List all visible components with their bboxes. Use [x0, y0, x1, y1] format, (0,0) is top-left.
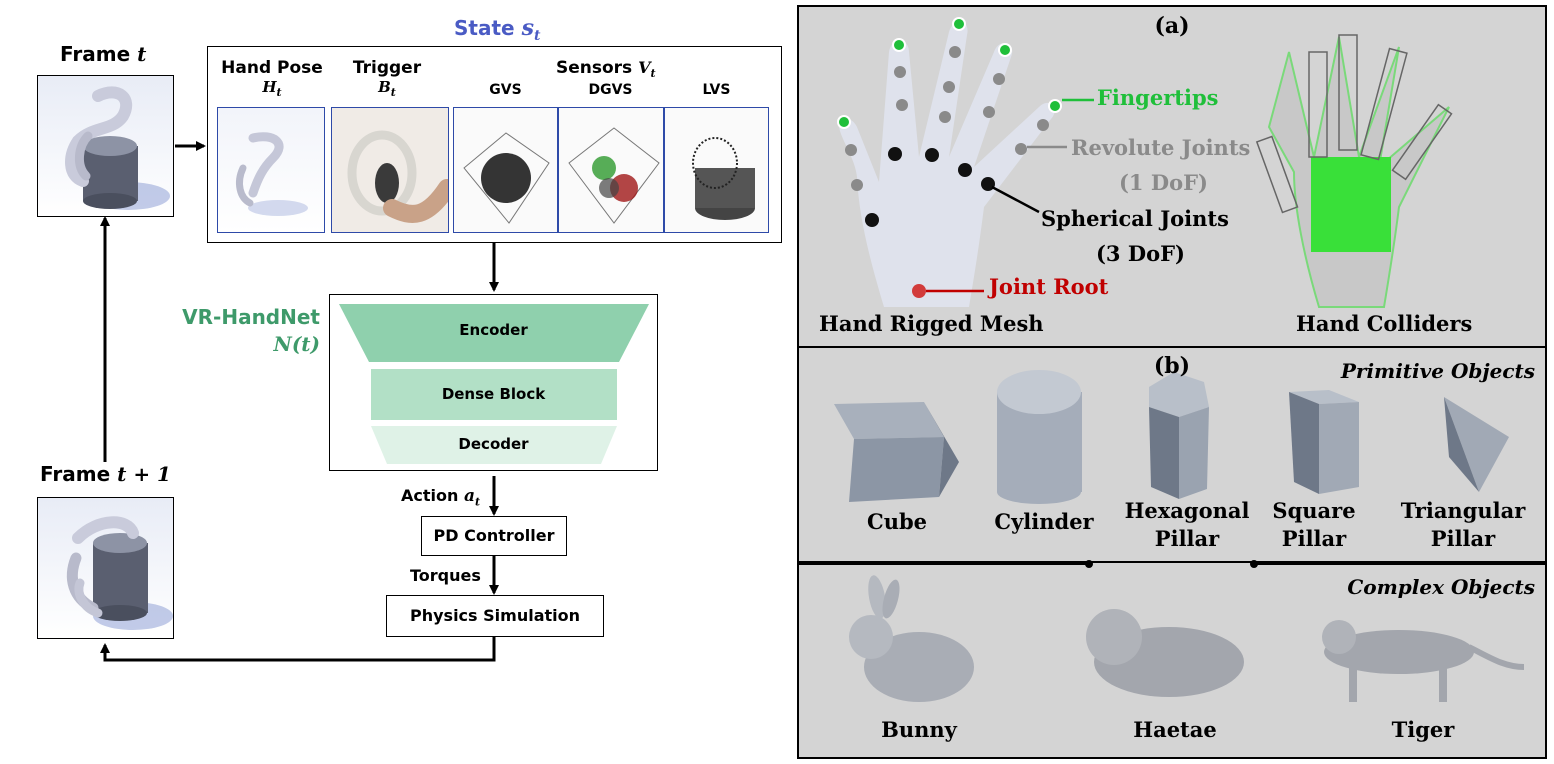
net-symbol: N(t): [273, 332, 320, 356]
hand-rigged-mesh-label: Hand Rigged Mesh: [819, 311, 1044, 336]
frame-t1-image: [37, 497, 174, 639]
section-divider-b: [799, 561, 1545, 563]
haetae-label: Haetae: [1133, 717, 1217, 742]
sensors-label: Sensors Vt: [556, 58, 656, 81]
hexagonal-pillar-label: Hexagonal Pillar: [1124, 498, 1250, 551]
cylinder-label: Cylinder: [994, 509, 1094, 534]
triangular-pillar-shape: [1444, 397, 1509, 492]
connector-arrows: [100, 141, 499, 662]
decoder-label: Decoder: [458, 435, 529, 453]
frame-t-image: [37, 75, 174, 217]
lvs-label: LVS: [702, 82, 731, 98]
dense-block-label: Dense Block: [441, 385, 546, 403]
rigged-hand-mesh: [839, 21, 1055, 307]
cylinder-shape: [997, 370, 1082, 504]
revolute-dof-label: (1 DoF): [1119, 170, 1208, 195]
state-title: State st: [454, 15, 541, 44]
label-b: (b): [1153, 353, 1191, 379]
fingertips-label: Fingertips: [1097, 85, 1219, 110]
encoder-label: Encoder: [459, 321, 528, 339]
dgvs-label: DGVS: [588, 82, 633, 98]
complex-objects-title: Complex Objects: [1347, 575, 1535, 599]
pd-controller-box: PD Controller: [421, 516, 567, 556]
hand-colliders: [1255, 34, 1453, 308]
label-a: (a): [1154, 13, 1190, 39]
spherical-joints-label: Spherical Joints: [1041, 206, 1229, 231]
torques-label: Torques: [410, 566, 481, 585]
trigger-panel: [331, 107, 449, 233]
revolute-joints-label: Revolute Joints: [1071, 135, 1251, 160]
primitive-objects-title: Primitive Objects: [1340, 359, 1535, 383]
hand-pose-label: Hand Pose Ht: [221, 58, 323, 99]
square-pillar-label: Square Pillar: [1272, 498, 1356, 551]
triangular-pillar-label: Triangular Pillar: [1400, 498, 1526, 551]
hand-pose-panel: [217, 107, 325, 233]
hand-colliders-label: Hand Colliders: [1296, 311, 1473, 336]
spherical-dof-label: (3 DoF): [1096, 241, 1185, 266]
bunny-shape: [849, 575, 974, 702]
bunny-label: Bunny: [881, 717, 957, 742]
gvs-panel: [453, 107, 558, 233]
lvs-panel: [664, 107, 769, 233]
network-layers: [339, 304, 649, 464]
right-figure: (a) Fingertips Revolute Joints (1 DoF) S…: [797, 5, 1547, 759]
tiger-shape: [1322, 620, 1525, 702]
action-label: Action at: [401, 486, 481, 509]
hexagonal-pillar-shape: [1149, 372, 1209, 499]
frame-t1-label: Frame t + 1: [40, 462, 171, 486]
frame-t-label: Frame t: [60, 42, 147, 66]
cube-shape: [834, 402, 959, 502]
right-illustrations: [799, 17, 1545, 702]
physics-simulation-box: Physics Simulation: [386, 595, 604, 637]
cube-label: Cube: [866, 509, 928, 534]
gvs-label: GVS: [489, 82, 522, 98]
tiger-label: Tiger: [1391, 717, 1455, 742]
trigger-label: Trigger Bt: [352, 58, 422, 99]
joint-root-label: Joint Root: [989, 274, 1109, 299]
net-name: VR-HandNet: [182, 305, 320, 329]
dgvs-panel: [558, 107, 664, 233]
haetae-shape: [1086, 609, 1244, 697]
square-pillar-shape: [1289, 390, 1359, 494]
section-divider-a: [799, 346, 1545, 348]
